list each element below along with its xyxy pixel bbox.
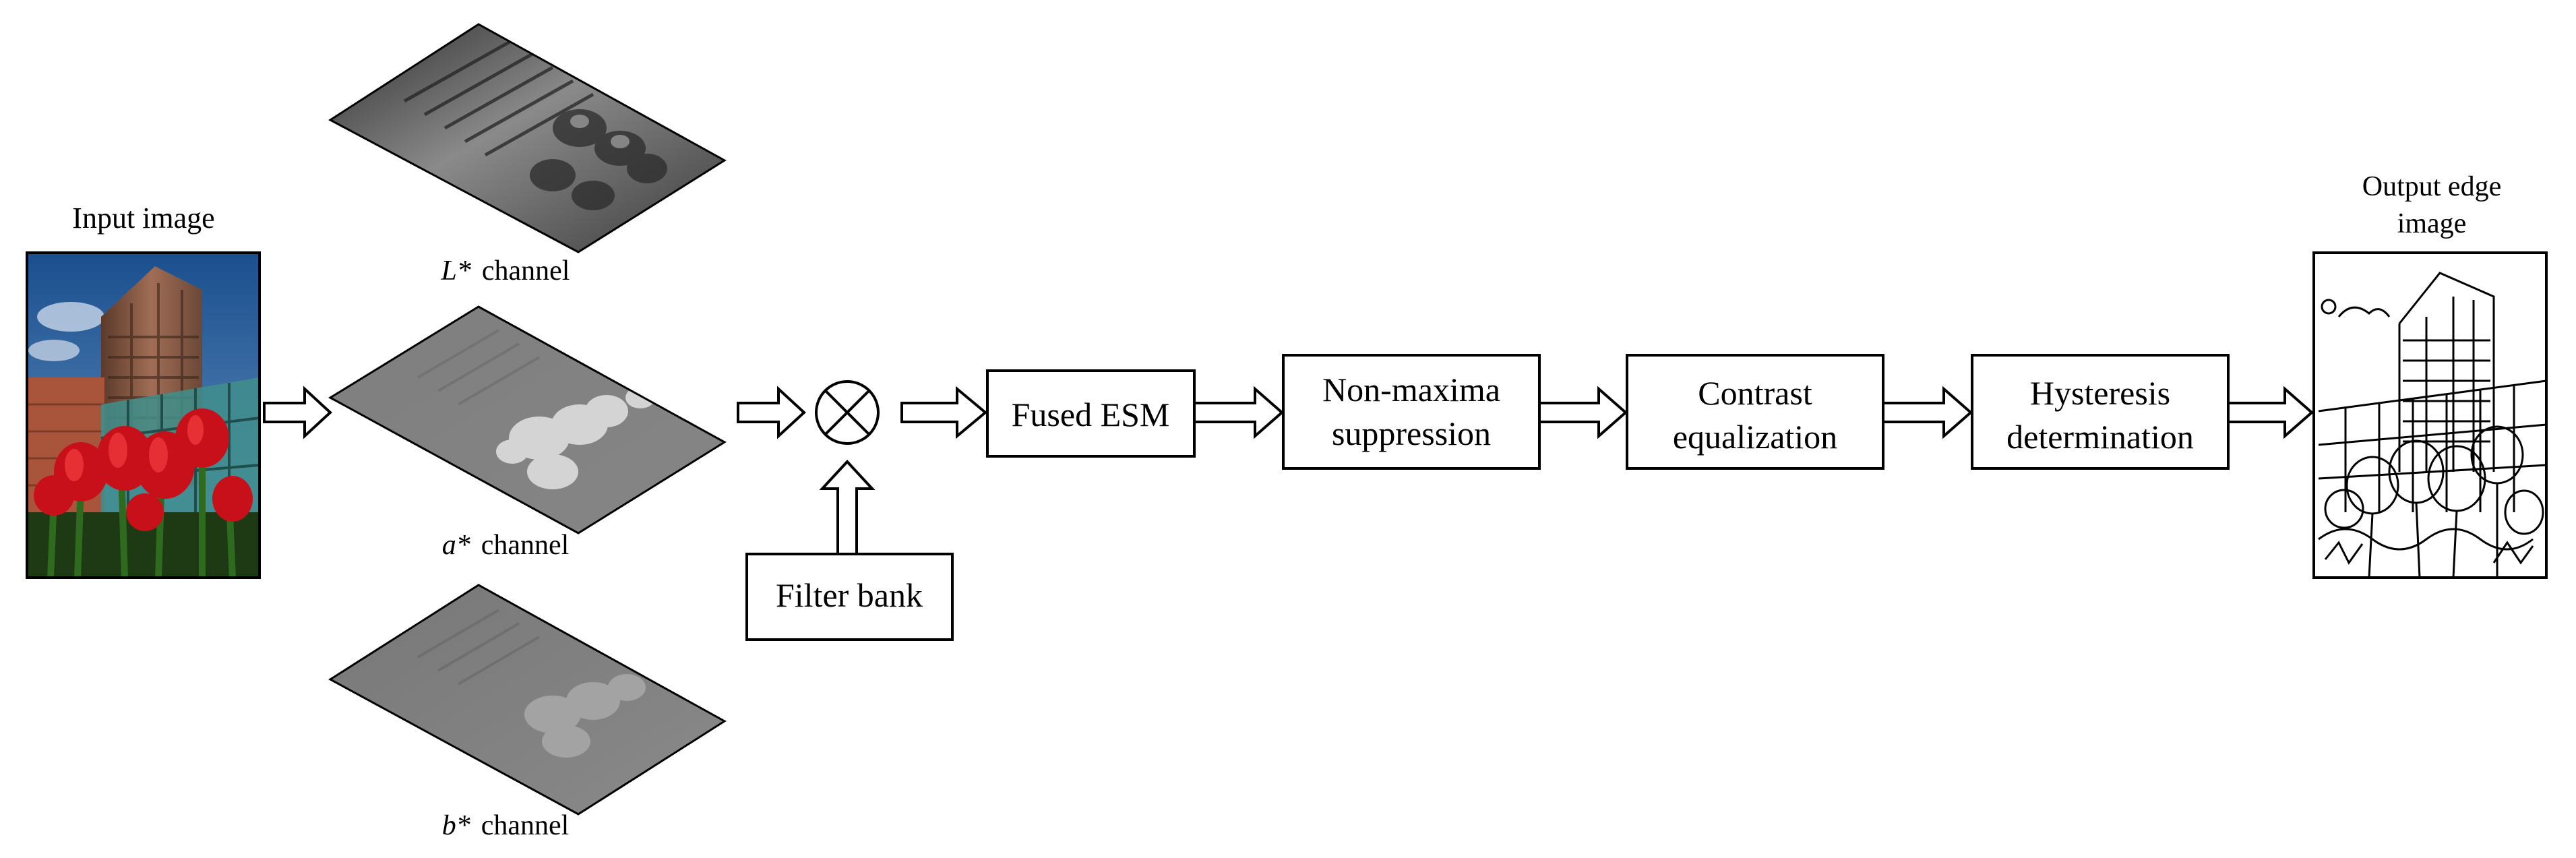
b-channel-image [328,584,727,816]
hysteresis-block: Hysteresis determination [1971,354,2230,470]
a-channel-label: a*channel [442,530,570,561]
contrast-line2: equalization [1673,418,1837,456]
a-channel-image [328,305,727,534]
arrow-channels-to-multiply [737,386,806,439]
multiply-icon [815,380,880,445]
arrow-fused-to-nonmaxima [1193,386,1285,439]
b-channel-label: b*channel [442,810,570,841]
output-image-label-line1: Output edge [2362,171,2501,202]
arrow-multiply-to-fused [900,386,988,439]
fused-esm-label: Fused ESM [1012,396,1170,433]
non-maxima-block: Non-maxima suppression [1282,354,1541,470]
l-channel-label: L*channel [441,255,570,286]
l-channel-image [328,23,727,253]
hysteresis-line1: Hysteresis [2030,374,2170,412]
arrow-nonmaxima-to-contrast [1538,386,1628,439]
input-image-label: Input image [72,202,214,235]
arrow-filterbank-to-multiply [819,460,876,555]
filter-bank-block: Filter bank [745,553,954,641]
filter-bank-label: Filter bank [776,576,923,614]
output-edge-image [2312,251,2548,579]
arrow-hysteresis-to-output [2227,386,2314,439]
contrast-block: Contrast equalization [1626,354,1884,470]
non-maxima-line2: suppression [1332,415,1491,452]
hysteresis-line2: determination [2006,418,2194,456]
non-maxima-line1: Non-maxima [1322,371,1500,408]
arrow-contrast-to-hysteresis [1882,386,1973,439]
arrow-input-to-channels [263,386,332,439]
output-image-label-line2: image [2397,208,2467,239]
fused-esm-block: Fused ESM [986,369,1196,458]
input-image [26,251,261,579]
contrast-line1: Contrast [1698,374,1812,412]
